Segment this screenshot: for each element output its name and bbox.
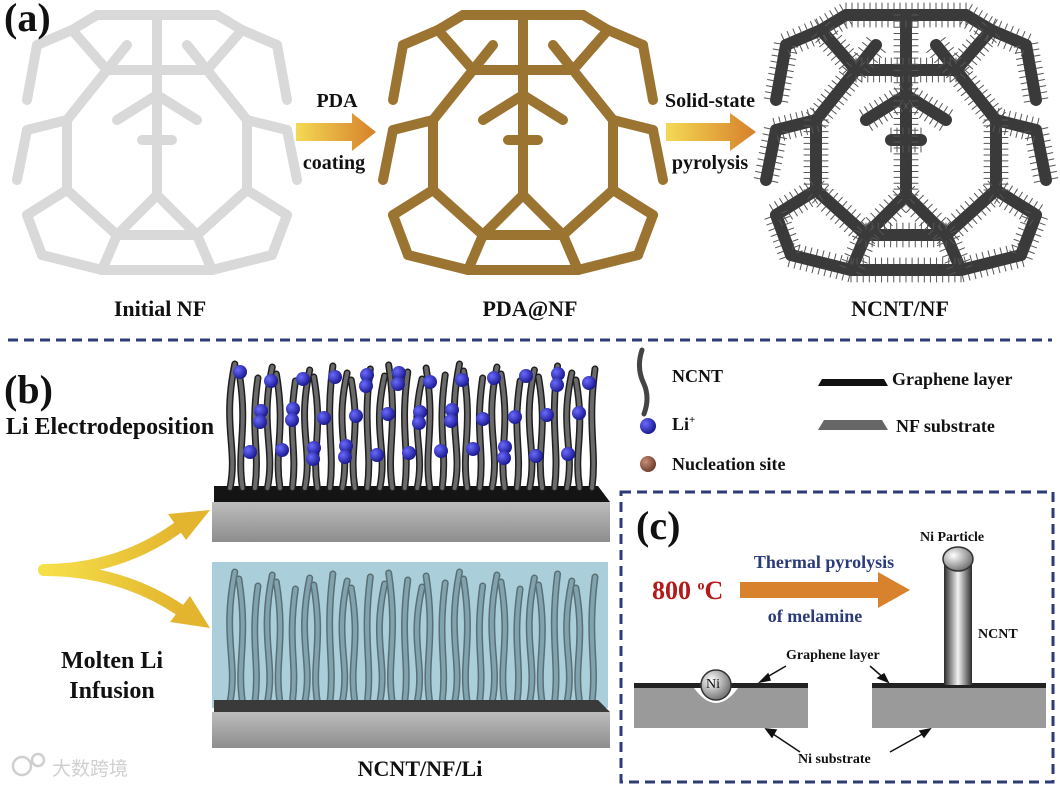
molten-li-overlay bbox=[212, 562, 608, 708]
legend-nucleation-label: Nucleation site bbox=[672, 454, 786, 474]
caption-ncnt-nf-li: NCNT/NF/Li bbox=[357, 756, 483, 781]
right-graphene-layer bbox=[872, 683, 1046, 688]
panel-b-label: (b) bbox=[4, 367, 53, 412]
panel-c-frame bbox=[619, 490, 1055, 784]
panel-c-pointers bbox=[757, 665, 932, 753]
watermark-text: 大数跨境 bbox=[52, 758, 129, 780]
temperature-label: 800 oC bbox=[652, 576, 724, 605]
step2-top-label: Solid-state bbox=[665, 90, 755, 112]
legend-graphene-label: Graphene layer bbox=[892, 369, 1013, 389]
watermark-logo-icon bbox=[11, 752, 46, 777]
ni-particle-tip bbox=[942, 546, 974, 572]
top-nf-substrate bbox=[212, 502, 610, 542]
legend-li-ion-label: Li+ bbox=[672, 414, 696, 434]
split-arrow-head-bottom bbox=[170, 596, 210, 628]
arrow-pyrolysis bbox=[666, 113, 756, 151]
caption-ncnt-nf: NCNT/NF bbox=[851, 296, 949, 321]
legend-graphene-icon bbox=[818, 379, 888, 386]
legend-nf-substrate-icon bbox=[818, 420, 888, 430]
bottom-ncnt-array bbox=[226, 568, 599, 706]
ni-particle-seed bbox=[700, 669, 732, 701]
process-bottom-label: of melamine bbox=[767, 606, 863, 626]
arrow-thermal-pyrolysis bbox=[740, 572, 910, 608]
bottom-nf-substrate bbox=[212, 712, 610, 748]
step2-bottom-label: pyrolysis bbox=[671, 152, 749, 174]
step1-bottom-label: coating bbox=[302, 152, 366, 174]
panel-c-graphene-label: Graphene layer bbox=[786, 648, 880, 663]
bottom-graphene-layer bbox=[214, 700, 610, 712]
arrow-pda-coating bbox=[296, 113, 376, 151]
ncnt-nf-framework bbox=[753, 2, 1059, 283]
ni-substrate-label: Ni substrate bbox=[798, 752, 871, 767]
legend-ncnt-label: NCNT bbox=[672, 366, 724, 386]
panel-c-label: (c) bbox=[636, 503, 681, 548]
right-ni-substrate bbox=[872, 688, 1046, 728]
panel-c-ncnt-label: NCNT bbox=[978, 627, 1018, 642]
top-graphene-layer bbox=[214, 486, 610, 502]
grown-ncnt-tube bbox=[944, 563, 972, 685]
step1-top-label: PDA bbox=[316, 90, 358, 112]
caption-initial-nf: Initial NF bbox=[113, 296, 207, 321]
molten-li-infusion-label: Molten Li Infusion bbox=[61, 648, 163, 704]
li-electrodeposition-label: Li Electrodeposition bbox=[5, 414, 215, 440]
ni-particle-label: Ni Particle bbox=[920, 530, 985, 545]
ni-seed-label: Ni bbox=[706, 677, 720, 692]
split-arrow-head-top bbox=[168, 510, 210, 540]
legend-nucleation-icon bbox=[640, 456, 656, 472]
pda-nf-framework bbox=[378, 10, 668, 275]
split-arrow bbox=[38, 520, 186, 616]
process-top-label: Thermal pyrolysis bbox=[753, 552, 895, 572]
li-ion-cluster bbox=[233, 365, 596, 466]
top-ncnt-array bbox=[226, 360, 599, 492]
legend-nf-substrate-label: NF substrate bbox=[896, 416, 995, 436]
legend-li-ion-icon bbox=[640, 418, 656, 434]
legend-ncnt-icon bbox=[636, 347, 650, 417]
initial-nf-framework bbox=[12, 10, 302, 275]
panel-a-label: (a) bbox=[4, 0, 51, 40]
caption-pda-nf: PDA@NF bbox=[482, 296, 578, 321]
